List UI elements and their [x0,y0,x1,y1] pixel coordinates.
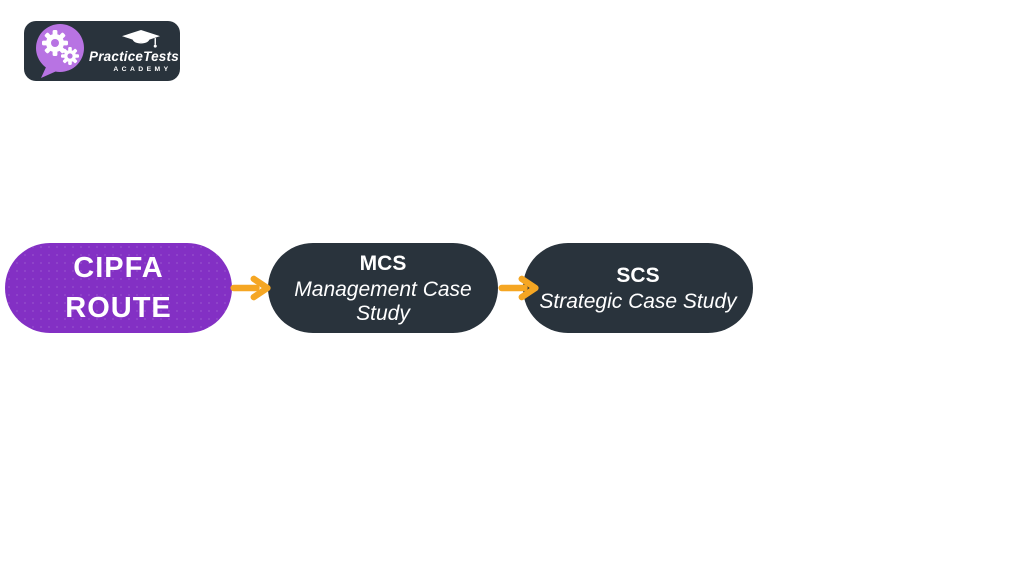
node-scs: SCS Strategic Case Study [523,243,753,333]
node-cipfa-line1: CIPFA [73,252,164,284]
graduation-cap-icon [120,29,162,49]
right-arrow-icon [498,273,540,303]
node-mcs-abbr: MCS [359,251,407,275]
node-cipfa-route: CIPFA ROUTE [5,243,232,333]
right-arrow-icon [230,273,272,303]
node-mcs: MCS Management Case Study [268,243,498,333]
brand-name: PracticeTests [89,48,179,64]
checkbox-checked-icon [181,51,194,65]
node-scs-name: Strategic Case Study [539,289,737,313]
brand-subtitle: ACADEMY [113,66,172,74]
node-cipfa-line2: ROUTE [65,292,172,324]
brand-logo-badge: PracticeTests ACADEMY [24,21,194,81]
node-mcs-name: Management Case Study [294,277,472,325]
gears-speech-bubble-icon [33,22,87,80]
node-scs-abbr: SCS [616,263,660,287]
brand-name-row: PracticeTests [89,48,194,65]
brand-text-block: PracticeTests ACADEMY [89,29,194,74]
